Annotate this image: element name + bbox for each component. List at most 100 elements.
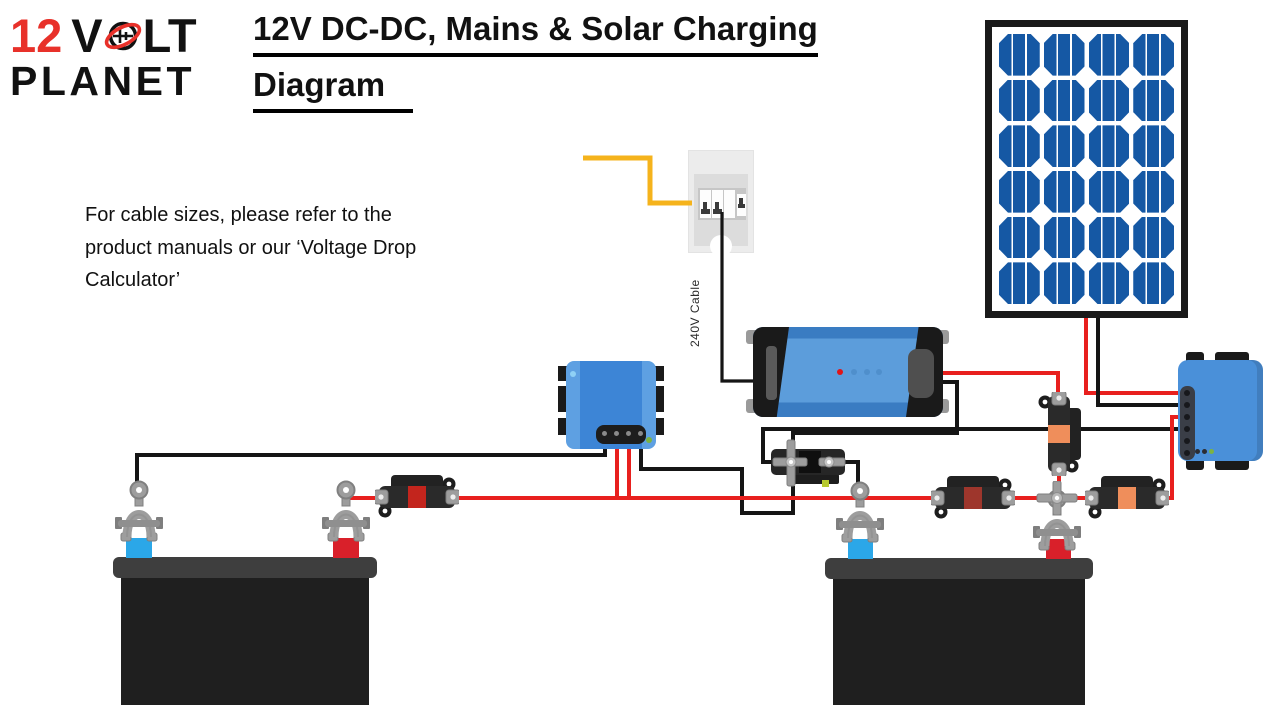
breaker-toggle-icon <box>739 198 743 205</box>
solar-cell <box>1088 125 1130 167</box>
breaker-module-3 <box>724 190 735 218</box>
starter-battery-lid <box>113 557 377 578</box>
solar-panel <box>985 20 1188 318</box>
terminal-dot <box>614 431 619 436</box>
battery-monitor-shunt <box>771 439 846 487</box>
charger-handle <box>908 349 934 398</box>
mains-battery-charger <box>745 325 950 420</box>
starter-battery <box>121 578 369 705</box>
leisure-battery-lid <box>825 558 1093 579</box>
terminal-dot <box>602 431 607 436</box>
charger-positive-wire <box>936 371 1060 400</box>
logo-line2: PLANET <box>10 58 195 104</box>
solar-cell <box>1043 34 1085 76</box>
solar-cell <box>1043 216 1085 259</box>
solar-cell <box>1133 262 1174 304</box>
controller-terminal-strip <box>1180 386 1195 460</box>
dcdc-fuse-holder <box>931 475 1015 519</box>
breaker-toggle-icon <box>703 202 707 211</box>
breaker-toggle-icon <box>715 202 719 211</box>
logo-compass-o-icon <box>104 21 141 50</box>
240v-cable-wire <box>720 212 758 383</box>
solar-cell <box>1043 79 1085 122</box>
solar-cell <box>1133 216 1174 259</box>
mains-charger-fuse-holder <box>1038 392 1082 476</box>
mains-consumer-unit <box>688 150 754 257</box>
positive-junction-connector <box>1036 481 1078 516</box>
terminal-dot <box>1184 402 1190 408</box>
charge-led-red <box>837 369 843 375</box>
solar-cell <box>999 79 1040 122</box>
solar-cell <box>999 216 1040 259</box>
cable-size-note: For cable sizes, please refer to the pro… <box>85 199 416 297</box>
heatsink-fin <box>558 386 568 412</box>
terminal-block <box>596 425 646 444</box>
breaker-toggle-base <box>713 209 722 214</box>
negative-bus-wire <box>761 427 1184 464</box>
breaker-toggle-base <box>738 204 745 208</box>
terminal-dot <box>1184 390 1190 396</box>
pv-negative-wire <box>1096 314 1180 407</box>
dcdc-output-negative-wire <box>639 444 795 515</box>
heatsink-fin <box>654 418 664 435</box>
title-line2: Diagram <box>253 66 414 113</box>
solar-cell <box>1088 171 1130 213</box>
charge-led <box>876 369 882 375</box>
solar-cell <box>1133 34 1174 76</box>
pv-positive-wire <box>1084 314 1180 395</box>
charge-led <box>864 369 870 375</box>
charge-led <box>851 369 857 375</box>
solar-charge-controller <box>1176 350 1268 472</box>
status-led-green <box>1209 449 1214 454</box>
solar-cell <box>1133 125 1174 167</box>
twelve-volt-planet-logo: 12 V LT PLANET <box>10 12 250 102</box>
heatsink-fin <box>558 418 568 435</box>
solar-cell <box>1088 79 1130 122</box>
solar-cell <box>999 171 1040 213</box>
shunt-status-led <box>822 480 829 487</box>
charger-negative-wire <box>791 380 959 450</box>
solar-cell <box>999 125 1040 167</box>
logo-word-v: V <box>71 9 103 62</box>
logo-number: 12 <box>10 9 63 62</box>
solar-cell <box>1133 79 1174 122</box>
starter-negative-clamp <box>115 479 163 543</box>
solar-cell <box>1043 262 1085 304</box>
starter-positive-post <box>333 538 359 558</box>
starter-positive-clamp <box>322 479 370 543</box>
solar-cell <box>1088 262 1130 304</box>
endcap-inset <box>766 346 777 400</box>
note-line3: Calculator’ <box>85 269 181 291</box>
logo-line1: 12 V LT <box>10 12 250 59</box>
heatsink-fin <box>654 386 664 412</box>
solar-fuse-holder <box>1085 475 1169 519</box>
logo-word-lt: LT <box>142 9 197 62</box>
terminal-dot <box>1184 438 1190 444</box>
dcdc-charger <box>556 358 668 454</box>
solar-cell <box>999 262 1040 304</box>
mains-cable-label: 240V Cable <box>688 279 702 347</box>
solar-cell-grid <box>999 34 1174 304</box>
solar-cell <box>1043 125 1085 167</box>
terminal-dot <box>626 431 631 436</box>
solar-cell <box>1088 216 1130 259</box>
page-title: 12V DC-DC, Mains & Solar Charging Diagra… <box>253 10 818 113</box>
starter-negative-wire <box>135 444 607 490</box>
leisure-negative-post <box>848 539 873 559</box>
solar-cell <box>1043 171 1085 213</box>
mounting-tab <box>1186 458 1204 470</box>
solar-cell <box>999 34 1040 76</box>
breaker-toggle-base <box>701 209 710 214</box>
status-led <box>570 371 576 377</box>
solar-cell <box>1088 34 1130 76</box>
heatsink-fin <box>654 366 664 381</box>
starter-fuse-holder <box>375 474 459 518</box>
mounting-tab <box>1215 458 1249 470</box>
status-led <box>1195 449 1200 454</box>
terminal-dot <box>1184 426 1190 432</box>
solar-cell <box>1133 171 1174 213</box>
note-line1: For cable sizes, please refer to the <box>85 204 392 226</box>
heatsink-fin <box>558 366 568 381</box>
mains-supply-wire <box>583 155 692 206</box>
